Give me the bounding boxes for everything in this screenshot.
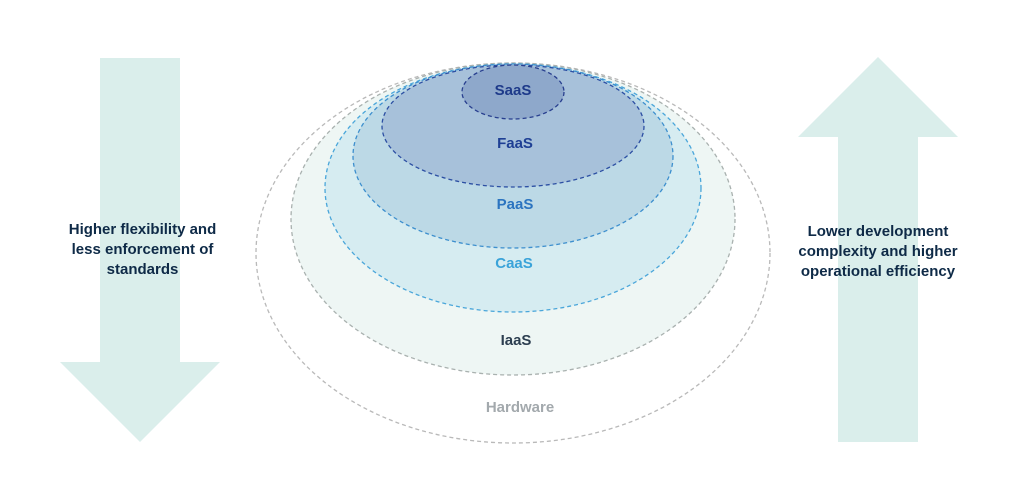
- layer-caas-label: CaaS: [495, 255, 533, 272]
- layer-saas-label: SaaS: [495, 82, 532, 99]
- layer-faas-label: FaaS: [497, 135, 533, 152]
- up-arrow-icon: [798, 57, 958, 442]
- layer-paas-label: PaaS: [497, 196, 534, 213]
- layer-saas-ellipse: [461, 64, 565, 120]
- down-arrow-icon: [60, 58, 220, 442]
- efficiency-description: Lower development complexity and higher …: [798, 223, 958, 280]
- layer-faas-ellipse: [381, 64, 645, 188]
- flexibility-description: Higher flexibility and less enforcement …: [68, 221, 217, 278]
- layer-hardware-label: Hardware: [486, 399, 554, 416]
- layer-iaas-label: IaaS: [501, 332, 532, 349]
